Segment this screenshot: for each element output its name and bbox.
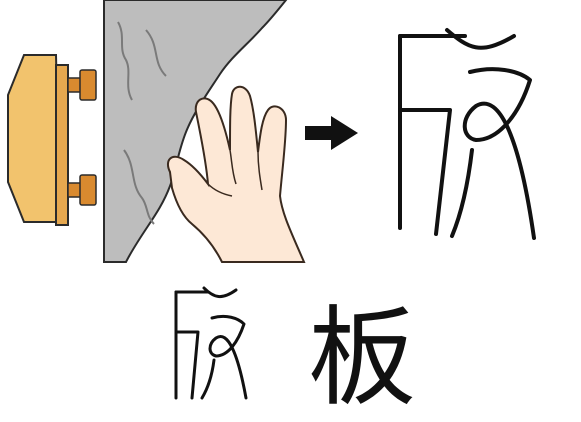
- large-stroke-4: [445, 28, 516, 50]
- hand-line-2: [229, 149, 237, 185]
- wood-board-icon: [7, 54, 97, 226]
- small-stroke-4: [202, 286, 238, 298]
- rock-crack-3: [123, 149, 155, 225]
- small-stroke-5: [208, 314, 248, 400]
- hand-line-1: [207, 183, 233, 197]
- large-stroke-6: [450, 148, 474, 238]
- rock-crack-1: [117, 21, 133, 101]
- board-face: [7, 54, 62, 223]
- modern-character: 板: [308, 296, 416, 421]
- hand-shape: [166, 85, 306, 263]
- peg-lower-head: [79, 174, 97, 206]
- hand-line-3: [257, 151, 263, 191]
- small-stroke-6: [200, 358, 216, 400]
- rock-crack-2: [145, 29, 167, 77]
- board-side: [55, 64, 69, 226]
- large-stroke-5: [462, 67, 536, 240]
- rock-shape: [103, 0, 288, 263]
- rock-face-icon: [103, 0, 288, 263]
- large-stroke-3: [398, 108, 452, 236]
- small-ancient-character: [174, 286, 248, 400]
- small-stroke-3: [174, 330, 200, 400]
- large-ancient-character: [398, 28, 536, 240]
- right-arrow-icon: [305, 116, 358, 150]
- arrow-shaft: [305, 126, 333, 140]
- arrow-head: [331, 116, 358, 150]
- peg-upper-head: [79, 69, 97, 101]
- hand-icon: [166, 85, 306, 263]
